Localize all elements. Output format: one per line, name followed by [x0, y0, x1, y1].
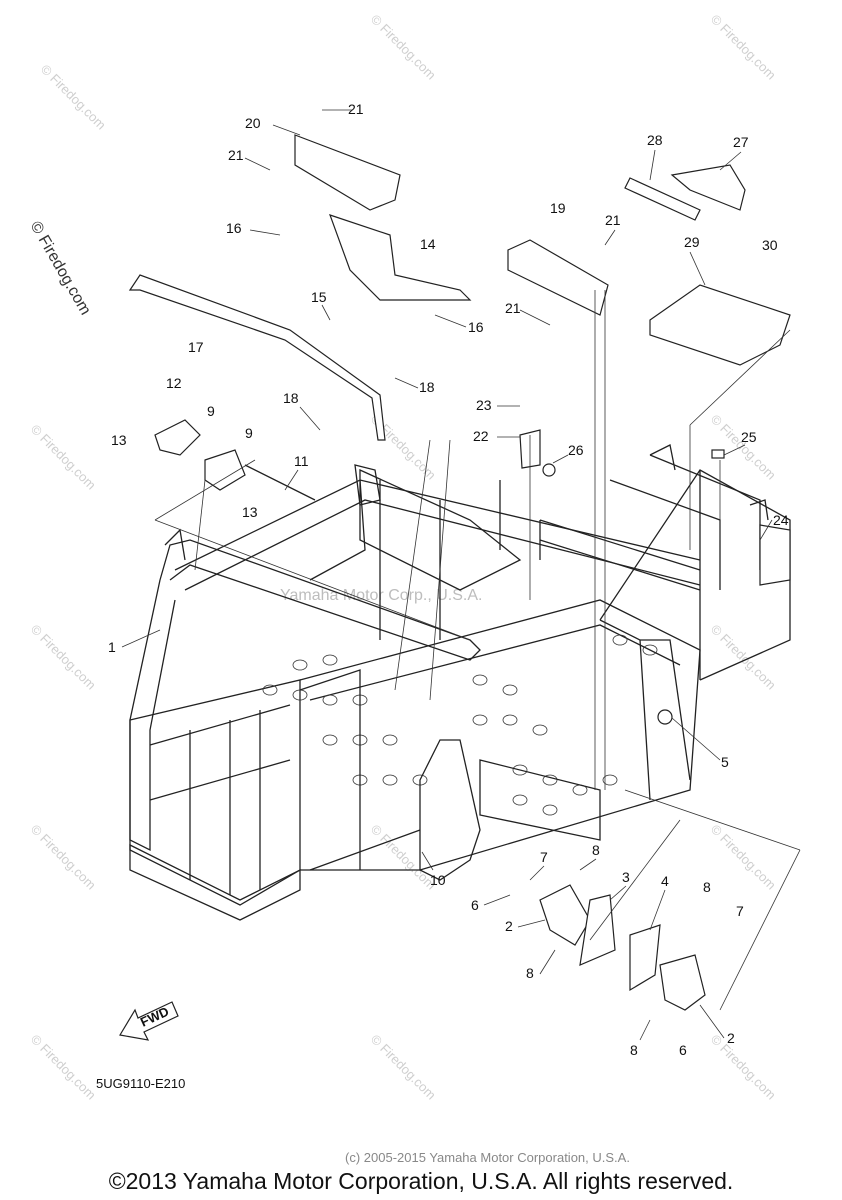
part-24-cover	[759, 524, 791, 586]
part-11-bolt	[244, 464, 316, 501]
watermark: © Firedog.com	[708, 822, 779, 893]
callout-7: 7	[736, 903, 744, 919]
guide-lines	[154, 290, 801, 1011]
callout-4: 4	[661, 873, 669, 889]
callout-12: 12	[166, 375, 182, 391]
floor-holes	[262, 634, 658, 816]
part-4-bracket	[629, 924, 661, 992]
watermark: © Firedog.com	[368, 12, 439, 83]
callout-9: 9	[207, 403, 215, 419]
watermark: © Firedog.com	[708, 622, 779, 693]
callout-30: 30	[762, 237, 778, 253]
part-27-pad	[670, 164, 746, 211]
part-9-mount	[204, 449, 246, 491]
callout-labels: 1 2 2 3 4 5 6 6 7 7 8 8 8 8 9 9 10 11 12…	[108, 101, 789, 1058]
callout-6: 6	[471, 897, 479, 913]
part-19-bracket	[507, 239, 609, 316]
callout-18: 18	[283, 390, 299, 406]
callout-5: 5	[721, 754, 729, 770]
callout-13: 13	[111, 432, 127, 448]
part-28-bolt	[624, 177, 701, 221]
callout-29: 29	[684, 234, 700, 250]
callout-18: 18	[419, 379, 435, 395]
callout-15: 15	[311, 289, 327, 305]
callout-17: 17	[188, 339, 204, 355]
part-26-cap	[542, 463, 556, 477]
watermark: © Firedog.com	[28, 1032, 99, 1103]
callout-8: 8	[526, 965, 534, 981]
copyright-notice: ©2013 Yamaha Motor Corporation, U.S.A. A…	[108, 1168, 734, 1194]
part-9-mount	[154, 419, 201, 456]
part-14-bracket	[329, 214, 472, 301]
watermark-group: © Firedog.com © Firedog.com © Firedog.co…	[27, 12, 779, 1103]
callout-1: 1	[108, 639, 116, 655]
callout-13: 13	[242, 504, 258, 520]
part-2-mount	[539, 884, 591, 946]
part-20-bracket	[294, 134, 401, 211]
part-2-mount	[659, 954, 706, 1011]
watermark-side: © Firedog.com	[27, 219, 94, 319]
callout-9: 9	[245, 425, 253, 441]
callout-3: 3	[622, 869, 630, 885]
callout-28: 28	[647, 132, 663, 148]
callout-10: 10	[430, 872, 446, 888]
callout-6: 6	[679, 1042, 687, 1058]
watermark: © Firedog.com	[708, 412, 779, 483]
callout-23: 23	[476, 397, 492, 413]
callout-21: 21	[348, 101, 364, 117]
callout-8: 8	[703, 879, 711, 895]
watermark: © Firedog.com	[28, 822, 99, 893]
callout-leaders	[121, 109, 773, 1041]
callout-24: 24	[773, 512, 789, 528]
part-25-clip	[711, 449, 725, 459]
callout-27: 27	[733, 134, 749, 150]
callout-2: 2	[727, 1030, 735, 1046]
watermark: © Firedog.com	[38, 62, 109, 133]
callout-26: 26	[568, 442, 584, 458]
callout-8: 8	[592, 842, 600, 858]
drawing-code: 5UG9110-E210	[96, 1076, 185, 1091]
fwd-arrow-icon: FWD	[119, 1001, 179, 1041]
watermark: © Firedog.com	[368, 1032, 439, 1103]
callout-22: 22	[473, 428, 489, 444]
callout-11: 11	[294, 453, 309, 469]
watermark: © Firedog.com	[368, 822, 439, 893]
callout-25: 25	[741, 429, 757, 445]
callout-19: 19	[550, 200, 566, 216]
callout-2: 2	[505, 918, 513, 934]
watermark: © Firedog.com	[708, 1032, 779, 1103]
callout-20: 20	[245, 115, 261, 131]
callout-16: 16	[468, 319, 484, 335]
part-29-plate	[649, 284, 791, 366]
watermark-center: Yamaha Motor Corp., U.S.A.	[280, 587, 482, 604]
frame-assembly	[129, 444, 791, 921]
watermark: © Firedog.com	[28, 422, 99, 493]
callout-21: 21	[505, 300, 521, 316]
watermark: © Firedog.com	[28, 622, 99, 693]
callout-21: 21	[228, 147, 244, 163]
callout-21: 21	[605, 212, 621, 228]
callout-16: 16	[226, 220, 242, 236]
fine-print: (c) 2005-2015 Yamaha Motor Corporation, …	[345, 1150, 630, 1165]
part-17-rail	[128, 274, 386, 441]
part-5-grommet	[657, 709, 673, 725]
callout-7: 7	[540, 849, 548, 865]
callout-14: 14	[420, 236, 436, 252]
callout-8: 8	[630, 1042, 638, 1058]
watermark: © Firedog.com	[708, 12, 779, 83]
